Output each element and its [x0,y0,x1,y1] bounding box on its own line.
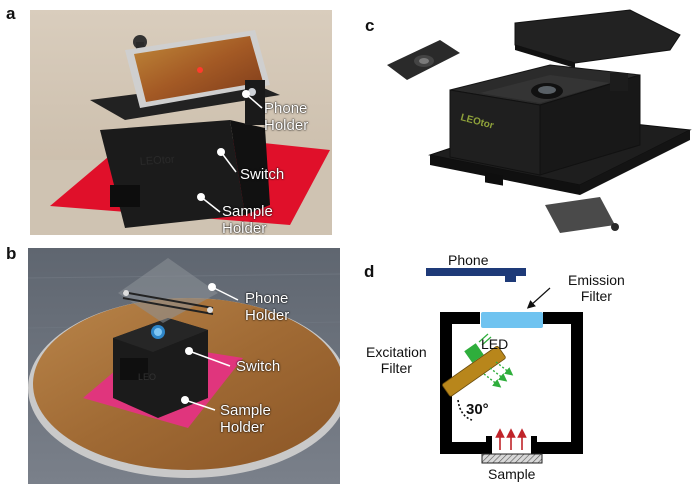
housing-bottom-left [440,442,486,454]
schematic-led-label: LED [481,336,509,352]
housing-bottom-right [537,442,583,454]
photo-device-on-turntable: LEO [28,248,340,484]
panel-a-pointers [197,90,263,213]
housing-right-wall [571,312,583,454]
panel-d-letter: d [364,262,375,281]
led [464,343,484,363]
schematic-excitation-filter-label: Excitation Filter [366,344,427,376]
photo-device-with-phone: LEOtor [30,10,332,235]
svg-text:LEO: LEO [138,372,156,382]
panel-b-letter: b [6,244,17,263]
panel-a-switch-label: Switch [240,166,285,183]
optical-schematic: Phone Emission Filter Excitation Filter … [360,250,700,488]
excitation-filter [442,346,506,397]
panel-b-phone-holder-label: Phone Holder [245,290,290,324]
emission-filter [481,312,543,328]
panel-b-pointers [181,283,239,411]
panel-b-sample-holder-label: Sample Holder [220,402,271,436]
schematic-phone-label: Phone [448,252,489,268]
panel-b-switch-label: Switch [236,358,281,375]
schematic-angle-label: 30° [466,401,489,418]
schematic-emission-filter-label: Emission Filter [568,272,625,304]
cad-exploded-render: LEOtor [375,5,695,240]
panel-a-letter: a [6,4,16,23]
sample-block [481,453,543,464]
angle-arc [457,399,473,421]
sample-drawer [545,197,615,233]
sample-port-left [486,436,492,454]
panel-a-phone-holder-label: Phone Holder [264,100,309,134]
phone-schematic [426,268,526,282]
panel-c-letter: c [365,16,375,35]
panel-a-sample-holder-label: Sample Holder [222,203,273,237]
svg-text:LEOtor: LEOtor [139,154,175,168]
schematic-sample-label: Sample [488,466,536,482]
sample-port-right [531,436,537,454]
